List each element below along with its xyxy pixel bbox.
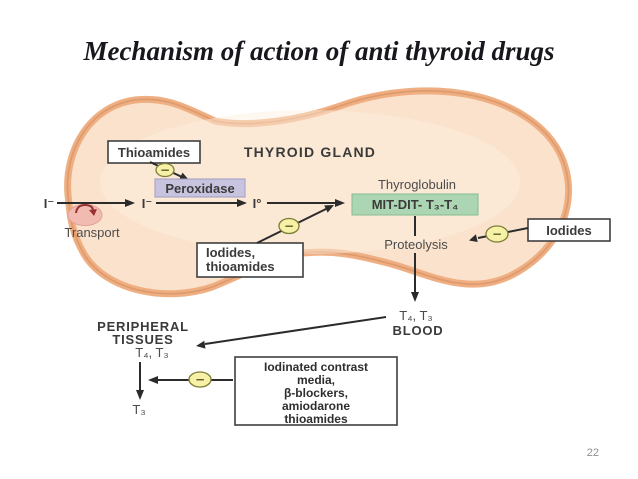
mit-dit-label: MIT-DIT- T₃-T₄ [372,197,459,212]
iodinated-contrast-box: Iodinated contrast media, β-blockers, am… [234,356,398,426]
iodides-label: Iodides [546,223,592,238]
iodinated-line3: β-blockers, [284,386,348,400]
iodinated-line5: thioamides [284,412,348,426]
thioamides-box: Thioamides [107,140,201,164]
peroxidase-label: Peroxidase [165,181,234,196]
arrow-blood-to-peripheral [196,316,387,349]
proteolysis-label: Proteolysis [384,237,448,252]
peripheral-label-line2: TISSUES [112,332,173,347]
thyroid-gland-label: THYROID GLAND [244,144,376,160]
mit-dit-box: MIT-DIT- T₃-T₄ [351,193,479,216]
iodides-box: Iodides [527,218,611,242]
iodinated-line2: media, [297,373,335,387]
svg-text:−: − [284,219,294,233]
transport-label: Transport [64,225,120,240]
iodide-outside-label: I⁻ [44,196,54,211]
peroxidase-box: Peroxidase [154,178,246,198]
iodide-inside-label: I⁻ [142,196,152,211]
iodinated-line1: Iodinated contrast [264,360,368,374]
iodine-oxidized-label: I° [253,196,262,211]
arrow-proteolysis-to-blood [411,253,419,302]
thioamides-label: Thioamides [118,145,190,160]
svg-text:−: − [492,227,502,241]
arrow-t4-to-t3-conversion [136,362,144,400]
svg-text:−: − [195,373,205,387]
arrow-organification [267,199,345,207]
arrow-iodide-oxidation [156,199,247,207]
t3-label: T₃ [132,402,145,417]
blood-label: BLOOD [393,323,444,338]
iodides-thioamides-line2: thioamides [206,259,275,274]
inhibition-minus-icon-conversion: − [188,371,212,388]
iodinated-line4: amiodarone [282,399,350,413]
blood-hormones-label: T₄, T₃ [399,308,432,323]
arrow-iodide-uptake [57,199,135,207]
peripheral-label-line1: PERIPHERAL [97,319,189,334]
inhibition-minus-icon-organification: − [278,217,300,235]
thyroid-gland-shape [64,87,573,298]
slide-title: Mechanism of action of anti thyroid drug… [83,36,555,66]
inhibition-minus-icon-peroxidase: − [155,162,175,178]
thyroglobulin-label: Thyroglobulin [378,177,456,192]
iodides-thioamides-line1: Iodides, [206,245,255,260]
iodides-thioamides-box: Iodides, thioamides [196,242,304,278]
page-number: 22 [586,447,599,459]
svg-text:−: − [160,163,170,177]
inhibition-minus-icon-proteolysis: − [485,225,509,243]
peripheral-hormones-label: T₄, T₃ [135,345,168,360]
transport-pump-icon [67,203,103,226]
